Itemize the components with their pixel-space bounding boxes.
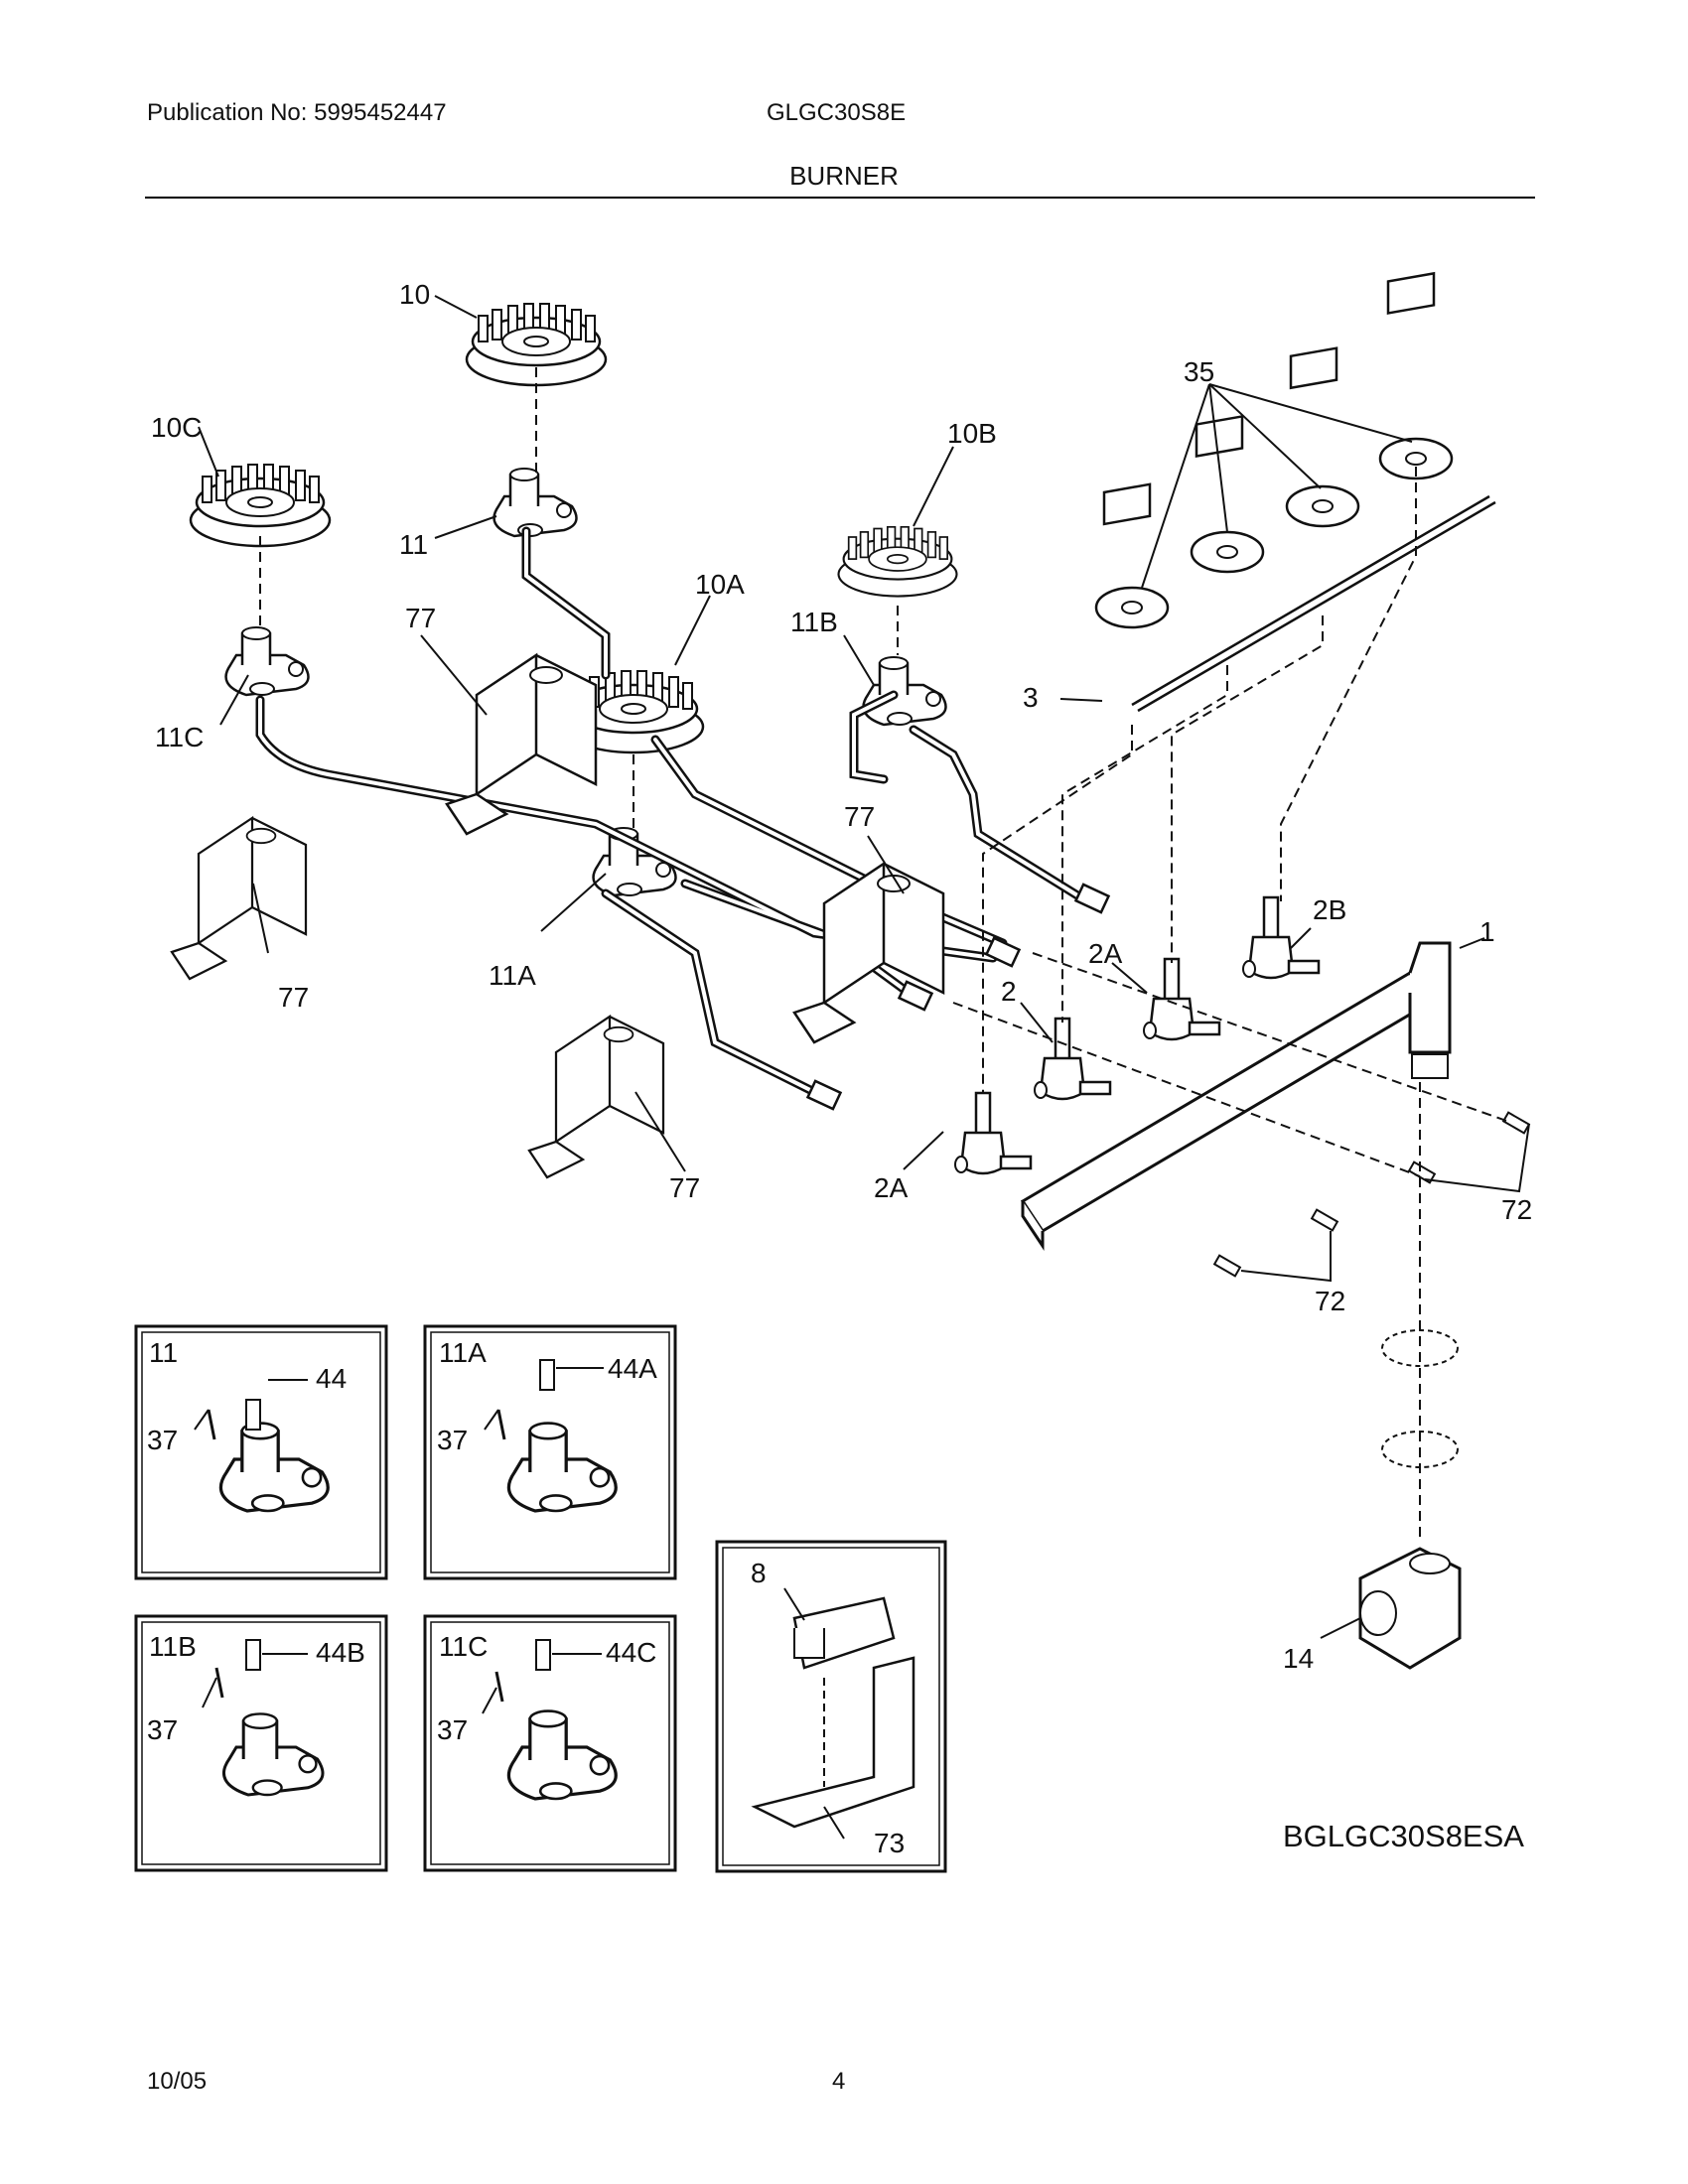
footer-page: 4 bbox=[832, 2068, 846, 2095]
callout-77-left: 77 bbox=[278, 982, 309, 1013]
callout-72-right: 72 bbox=[1501, 1194, 1532, 1225]
callout-14: 14 bbox=[1283, 1643, 1314, 1674]
ignition-harness bbox=[1102, 271, 1496, 713]
inset-11a: 11A 44A 37 bbox=[423, 1324, 677, 1580]
callout-11: 11 bbox=[399, 529, 428, 560]
bracket-77-lower bbox=[527, 1015, 665, 1179]
inset-11c-jet: 44C bbox=[606, 1637, 656, 1668]
callout-77-upper: 77 bbox=[405, 603, 436, 633]
callout-2b: 2B bbox=[1313, 894, 1346, 925]
manifold-pipe bbox=[1020, 941, 1452, 1251]
callout-2: 2 bbox=[1001, 976, 1017, 1007]
inset-11-jet: 44 bbox=[316, 1363, 347, 1394]
burner-head-10c bbox=[189, 463, 332, 548]
valve-2b bbox=[1241, 895, 1321, 980]
model-number: GLGC30S8E bbox=[767, 99, 907, 126]
burner-head-10b bbox=[837, 525, 958, 598]
gas-tubes bbox=[255, 526, 1087, 1097]
screws-72 bbox=[1212, 1111, 1531, 1278]
inset-11a-screw: 37 bbox=[437, 1425, 468, 1455]
spark-module-inset: 8 73 bbox=[715, 1540, 947, 1873]
callout-10a: 10A bbox=[695, 569, 745, 600]
inset-11b: 11B 44B 37 bbox=[134, 1614, 388, 1872]
callout-11b: 11B bbox=[790, 607, 838, 637]
callout-10b: 10B bbox=[947, 418, 997, 449]
callout-35: 35 bbox=[1184, 356, 1214, 387]
electrode-disk-2 bbox=[1190, 530, 1265, 574]
burner-base-11b bbox=[862, 655, 947, 727]
callout-10: 10 bbox=[399, 279, 430, 310]
footer-date: 10/05 bbox=[147, 2068, 208, 2095]
publication-number: Publication No: 5995452447 bbox=[147, 99, 447, 126]
callout-3: 3 bbox=[1023, 682, 1039, 713]
callout-11a: 11A bbox=[489, 960, 536, 991]
valve-2a-upper bbox=[1142, 957, 1221, 1041]
burner-base-11 bbox=[492, 467, 578, 538]
inset-11a-jet: 44A bbox=[608, 1353, 657, 1384]
inset-11b-screw: 37 bbox=[147, 1714, 178, 1745]
section-title: BURNER bbox=[789, 161, 899, 191]
electrode-disk-3 bbox=[1285, 484, 1360, 528]
valve-2a-lower bbox=[953, 1091, 1033, 1175]
inset-11-screw: 37 bbox=[147, 1425, 178, 1455]
callout-73: 73 bbox=[874, 1828, 905, 1858]
electrode-disk-1 bbox=[1094, 586, 1170, 629]
inset-11c: 11C 44C 37 bbox=[423, 1614, 677, 1872]
assembly-lines bbox=[259, 367, 1510, 1539]
callout-72-lower: 72 bbox=[1315, 1286, 1345, 1316]
regulator-assembly bbox=[1358, 1329, 1462, 1670]
inset-11b-id: 11B bbox=[149, 1631, 197, 1662]
callout-2a-upper: 2A bbox=[1088, 938, 1123, 969]
inset-11c-id: 11C bbox=[439, 1631, 488, 1662]
callout-2a-lower: 2A bbox=[874, 1172, 909, 1203]
inset-11: 11 44 37 bbox=[134, 1324, 388, 1580]
inset-11b-jet: 44B bbox=[316, 1637, 365, 1668]
tube-fittings bbox=[805, 883, 1111, 1111]
leader-lines bbox=[198, 295, 1530, 1639]
diagram-code: BGLGC30S8ESA bbox=[1283, 1819, 1524, 1853]
callout-1: 1 bbox=[1479, 916, 1495, 947]
callout-10c: 10C bbox=[151, 412, 202, 443]
inset-11a-id: 11A bbox=[439, 1337, 487, 1368]
header-rule bbox=[145, 197, 1535, 199]
callout-8: 8 bbox=[751, 1558, 767, 1588]
inset-11-id: 11 bbox=[149, 1337, 178, 1368]
callout-77-lower: 77 bbox=[669, 1172, 700, 1203]
bracket-77-right bbox=[792, 862, 945, 1044]
callout-77-right: 77 bbox=[844, 801, 875, 832]
callout-11c: 11C bbox=[155, 722, 204, 752]
bracket-77-left bbox=[170, 816, 308, 981]
burner-base-11c bbox=[224, 625, 310, 697]
valve-2 bbox=[1033, 1017, 1112, 1101]
inset-11c-screw: 37 bbox=[437, 1714, 468, 1745]
